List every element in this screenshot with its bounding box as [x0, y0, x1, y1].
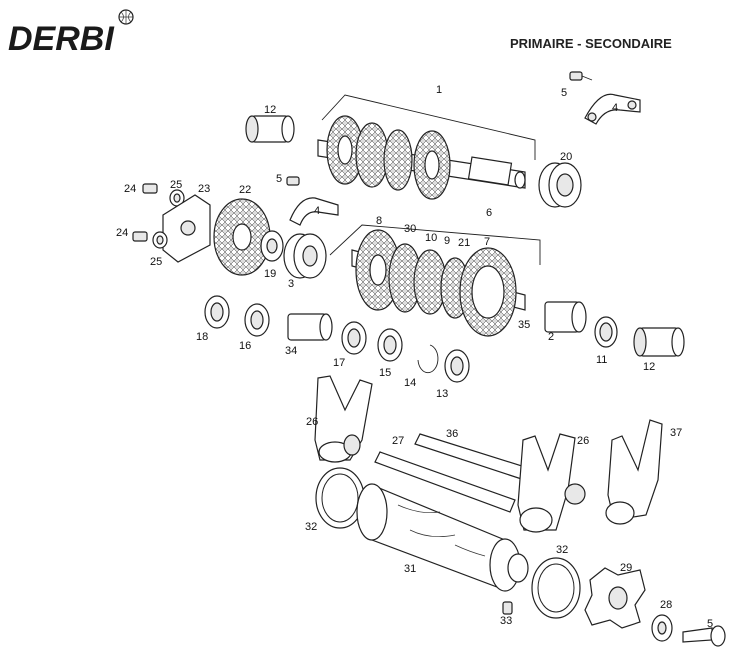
callout-36: 36 [446, 428, 458, 440]
shift-rod-27 [374, 451, 516, 513]
callout-19: 19 [264, 268, 276, 280]
primary-shaft-assembly [317, 94, 536, 200]
callout-22: 22 [239, 184, 251, 196]
callout-5-top: 5 [561, 87, 567, 99]
callout-2: 2 [548, 331, 554, 343]
callout-14: 14 [404, 377, 416, 389]
callout-23: 23 [198, 183, 210, 195]
callout-29: 29 [620, 562, 632, 574]
needle-bearing-12-bottom [633, 327, 685, 357]
screw-24-top [142, 183, 158, 194]
washer-15 [377, 328, 403, 362]
callout-30: 30 [404, 223, 416, 235]
shift-fork-26-right [517, 433, 586, 533]
nut-19 [260, 230, 284, 262]
callout-17: 17 [333, 357, 345, 369]
bearing-3 [283, 233, 327, 279]
needle-bearing-12-top [245, 115, 295, 143]
o-ring-32-right [531, 557, 581, 619]
needle-bearing-2 [544, 301, 587, 333]
callout-7: 7 [484, 236, 490, 248]
callout-18: 18 [196, 331, 208, 343]
sprocket-22 [213, 198, 271, 276]
callout-24-bottom: 24 [116, 227, 128, 239]
callout-16: 16 [239, 340, 251, 352]
screw-24-bottom [132, 231, 148, 242]
callout-24-top: 24 [124, 183, 136, 195]
bracket-4-top [584, 93, 641, 125]
callout-25-bottom: 25 [150, 256, 162, 268]
callout-15: 15 [379, 367, 391, 379]
ball-bearing-20 [538, 162, 582, 208]
callout-32-left: 32 [305, 521, 317, 533]
plate-23 [162, 194, 211, 263]
diagram-title: PRIMAIRE - SECONDAIRE [510, 36, 672, 51]
callout-26-right: 26 [577, 435, 589, 447]
callout-35: 35 [518, 319, 530, 331]
screw-5-top [569, 71, 593, 81]
brand-logo: DERBI [8, 9, 134, 58]
callout-37: 37 [670, 427, 682, 439]
circlip-14 [417, 344, 439, 374]
callout-20: 20 [560, 151, 572, 163]
callout-labels: 1 2 3 4 4 5 5 5 6 7 8 9 10 11 12 12 13 1… [116, 84, 713, 630]
callout-1: 1 [436, 84, 442, 96]
callout-12-top: 12 [264, 104, 276, 116]
washer-28 [651, 614, 673, 642]
callout-33: 33 [500, 615, 512, 627]
washer-17 [341, 321, 367, 355]
callout-10: 10 [425, 232, 437, 244]
screw-5-mid [286, 176, 300, 186]
washer-18 [204, 295, 230, 329]
washer-11 [594, 316, 618, 348]
callout-6: 6 [486, 207, 492, 219]
callout-31: 31 [404, 563, 416, 575]
callout-34: 34 [285, 345, 297, 357]
callout-25-top: 25 [170, 179, 182, 191]
callout-9: 9 [444, 235, 450, 247]
o-ring-32-left [315, 467, 365, 529]
callout-4-top: 4 [612, 102, 618, 114]
shift-fork-26-left [314, 375, 373, 463]
callout-12-bottom: 12 [643, 361, 655, 373]
bushing-34 [287, 313, 333, 341]
selector-star-29 [584, 567, 646, 629]
callout-26-left: 26 [306, 416, 318, 428]
pin-33 [502, 601, 513, 615]
shift-fork-37 [605, 419, 663, 525]
callout-28: 28 [660, 599, 672, 611]
washer-25-bottom [152, 231, 168, 249]
screw-5-bottom [682, 625, 726, 647]
callout-32-right: 32 [556, 544, 568, 556]
callout-8: 8 [376, 215, 382, 227]
callout-11: 11 [596, 354, 607, 366]
callout-13: 13 [436, 388, 448, 400]
callout-5-mid: 5 [276, 173, 282, 185]
globe-meridians [119, 10, 133, 24]
callout-27: 27 [392, 435, 404, 447]
callout-21: 21 [458, 237, 470, 249]
bracket-4-mid [289, 197, 339, 226]
shift-drum-31 [356, 483, 529, 592]
callout-5-bottom: 5 [707, 618, 713, 630]
washer-16 [244, 303, 270, 337]
secondary-shaft-assembly [329, 224, 541, 337]
washer-13 [444, 349, 470, 383]
callout-4-mid: 4 [314, 205, 320, 217]
callout-3: 3 [288, 278, 294, 290]
brand-logo-text: DERBI [8, 20, 115, 58]
